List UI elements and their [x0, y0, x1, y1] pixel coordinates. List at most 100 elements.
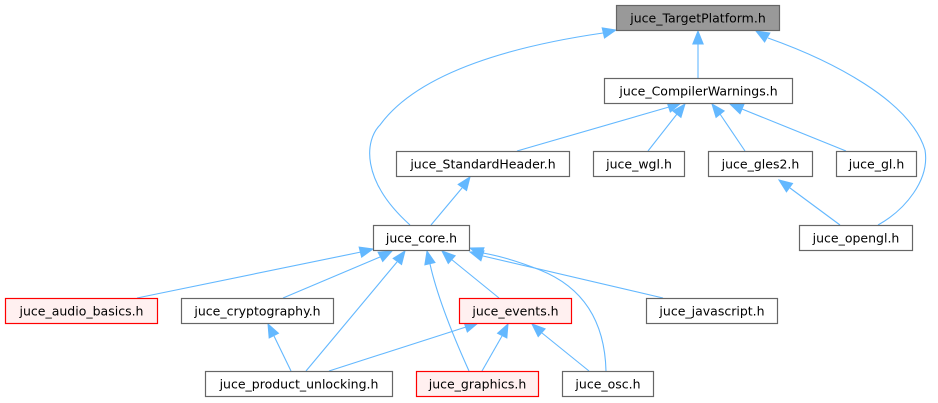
node-box: [180, 297, 335, 325]
node-audio-basics[interactable]: juce_audio_basics.h: [4, 297, 159, 325]
node-box: [561, 370, 655, 398]
node-label: juce_events.h: [471, 304, 558, 319]
edge-core-to-standard-header: [430, 175, 471, 226]
edge-line: [430, 187, 463, 226]
arrow-head-icon: [457, 175, 471, 192]
edge-line: [482, 252, 607, 372]
edge-line: [541, 332, 590, 372]
nodes-layer: juce_TargetPlatform.h juce_CompilerWarnin…: [4, 4, 918, 398]
edge-wgl-to-compiler-warnings: [647, 102, 686, 152]
edge-line: [481, 335, 503, 372]
edge-line: [647, 113, 678, 152]
edge-product-unlocking-to-cryptography: [267, 322, 292, 372]
node-box: [458, 297, 573, 325]
arrow-head-icon: [377, 250, 394, 263]
arrow-head-icon: [530, 323, 547, 338]
node-box: [798, 224, 914, 252]
node-gl[interactable]: juce_gl.h: [835, 150, 918, 178]
edge-line: [305, 261, 398, 372]
node-opengl[interactable]: juce_opengl.h: [798, 224, 914, 252]
arrow-head-icon: [671, 102, 686, 119]
edge-line: [767, 37, 927, 226]
node-osc[interactable]: juce_osc.h: [561, 370, 655, 398]
node-box: [645, 297, 779, 325]
node-box: [372, 224, 471, 252]
node-box: [615, 4, 781, 32]
node-compiler-warnings[interactable]: juce_CompilerWarnings.h: [603, 77, 794, 105]
edge-line: [328, 326, 467, 372]
arrow-head-icon: [468, 250, 485, 262]
node-box: [603, 77, 794, 105]
node-core[interactable]: juce_core.h: [372, 224, 471, 252]
edge-product-unlocking-to-events: [328, 321, 480, 372]
edge-line: [719, 113, 746, 152]
node-gles2[interactable]: juce_gles2.h: [707, 150, 814, 178]
edge-audio-basics-to-core: [136, 246, 375, 299]
node-label: juce_graphics.h: [428, 377, 527, 392]
arrow-head-icon: [267, 322, 280, 339]
edge-line: [273, 335, 292, 372]
edge-line: [450, 258, 500, 299]
edge-line: [789, 187, 841, 226]
arrow-head-icon: [424, 249, 436, 266]
arrow-head-icon: [392, 249, 406, 266]
arrow-head-icon: [358, 246, 375, 259]
edge-line: [282, 256, 381, 299]
node-label: juce_StandardHeader.h: [409, 157, 555, 172]
node-label: juce_core.h: [385, 231, 457, 246]
arrow-head-icon: [754, 30, 771, 43]
edge-graphics-to-events: [481, 322, 509, 372]
edge-gles2-to-compiler-warnings: [711, 102, 746, 152]
edge-events-to-core: [440, 250, 500, 299]
node-box: [4, 297, 159, 325]
node-label: juce_osc.h: [574, 377, 640, 392]
edge-compiler-warnings-to-target-platform: [692, 29, 704, 78]
edge-line: [429, 263, 470, 372]
edge-cryptography-to-core: [282, 250, 394, 299]
arrow-head-icon: [496, 322, 509, 339]
node-graphics[interactable]: juce_graphics.h: [415, 370, 540, 398]
edge-osc-to-events: [530, 323, 590, 372]
node-label: juce_gles2.h: [721, 157, 800, 172]
node-box: [395, 150, 571, 178]
arrow-head-icon: [728, 103, 745, 115]
node-label: juce_javascript.h: [658, 304, 764, 319]
edge-line: [516, 106, 670, 152]
node-label: juce_wgl.h: [605, 157, 672, 172]
node-box: [592, 150, 686, 178]
node-label: juce_cryptography.h: [193, 304, 320, 319]
node-product-unlocking[interactable]: juce_product_unlocking.h: [204, 370, 394, 398]
node-box: [707, 150, 814, 178]
edge-gl-to-compiler-warnings: [728, 103, 847, 152]
node-wgl[interactable]: juce_wgl.h: [592, 150, 686, 178]
node-label: juce_TargetPlatform.h: [629, 11, 766, 26]
arrow-head-icon: [440, 250, 457, 265]
arrow-head-icon: [601, 27, 618, 39]
edge-product-unlocking-to-core: [305, 249, 406, 372]
node-target-platform: juce_TargetPlatform.h: [615, 4, 781, 32]
node-label: juce_CompilerWarnings.h: [618, 84, 777, 99]
edge-line: [741, 108, 847, 152]
edge-graphics-to-core: [424, 249, 470, 372]
edge-line: [369, 32, 604, 226]
edge-opengl-to-target-platform: [754, 30, 927, 226]
node-standard-header[interactable]: juce_StandardHeader.h: [395, 150, 571, 178]
node-events[interactable]: juce_events.h: [458, 297, 573, 325]
node-label: juce_audio_basics.h: [19, 304, 144, 319]
arrow-head-icon: [711, 102, 726, 119]
edge-line: [482, 255, 664, 299]
node-label: juce_product_unlocking.h: [219, 377, 379, 392]
edge-javascript-to-core: [468, 250, 664, 299]
edge-line: [136, 251, 362, 299]
node-label: juce_opengl.h: [812, 231, 900, 246]
node-box: [204, 370, 394, 398]
arrow-head-icon: [777, 179, 794, 193]
edge-standard-header-to-compiler-warnings: [516, 101, 683, 152]
node-box: [415, 370, 540, 398]
node-javascript[interactable]: juce_javascript.h: [645, 297, 779, 325]
node-label: juce_gl.h: [848, 157, 905, 172]
node-box: [835, 150, 918, 178]
node-cryptography[interactable]: juce_cryptography.h: [180, 297, 335, 325]
edge-opengl-to-gles2: [777, 179, 841, 226]
